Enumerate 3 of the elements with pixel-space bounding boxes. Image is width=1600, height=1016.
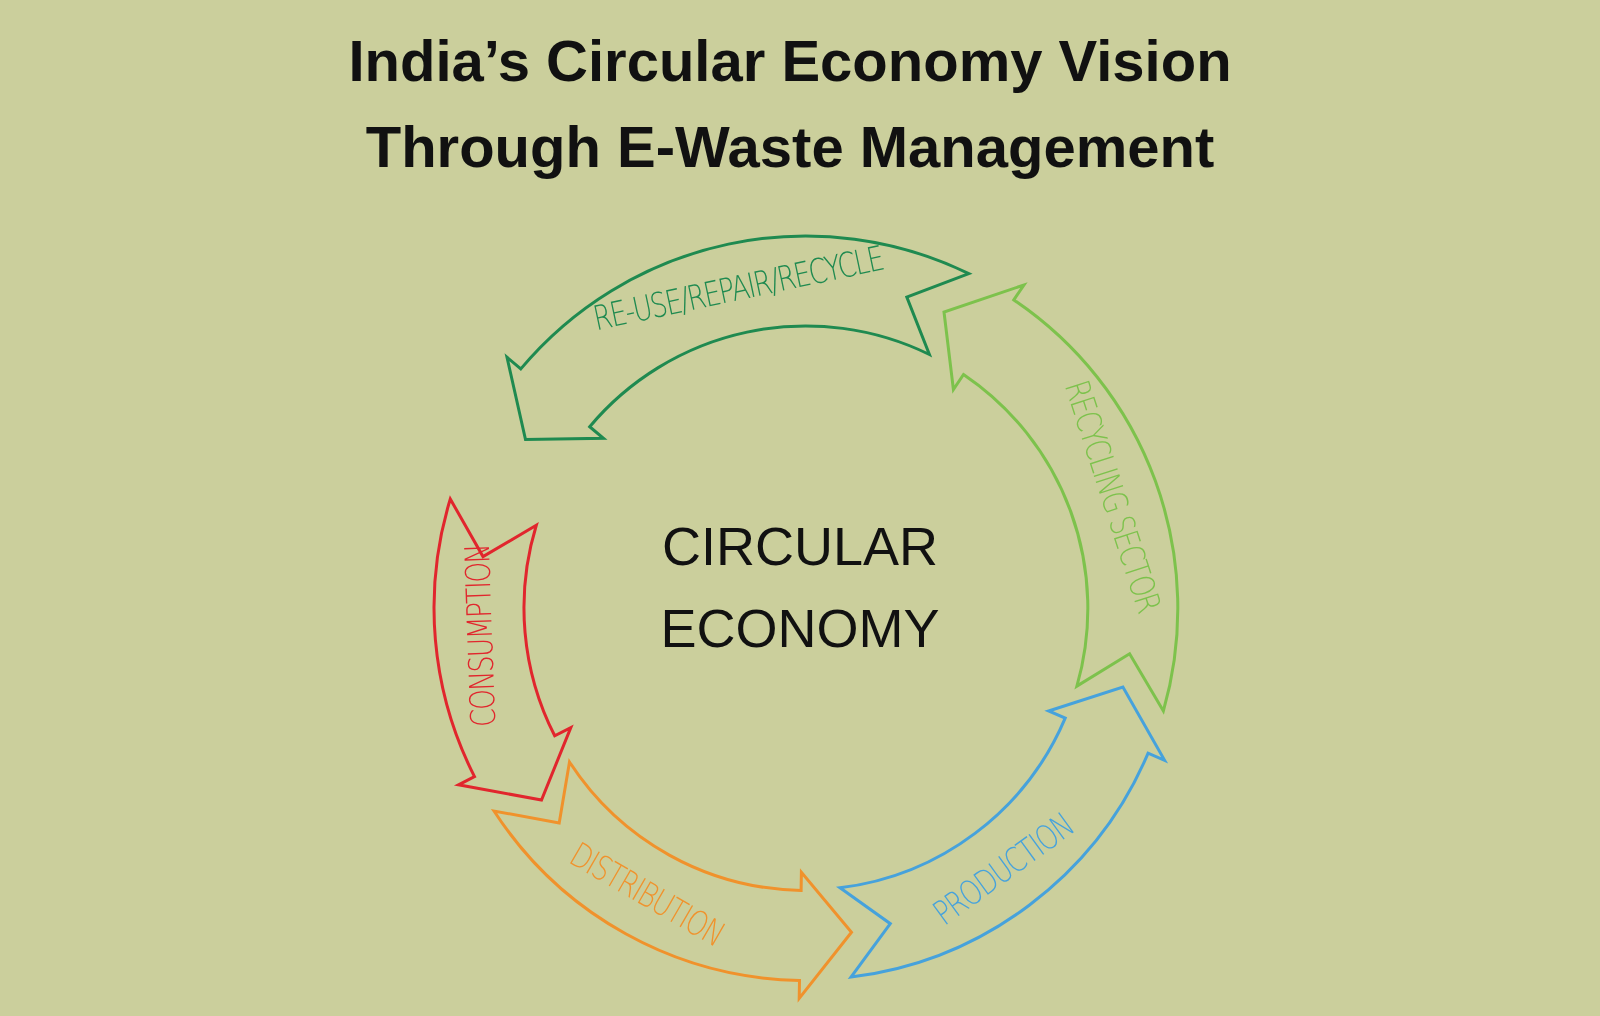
title: India’s Circular Economy Vision Through E-Waste Management <box>347 27 1233 181</box>
center-label: CIRCULAR ECONOMY <box>659 515 941 660</box>
segment-label: CONSUMPTION <box>457 544 504 729</box>
